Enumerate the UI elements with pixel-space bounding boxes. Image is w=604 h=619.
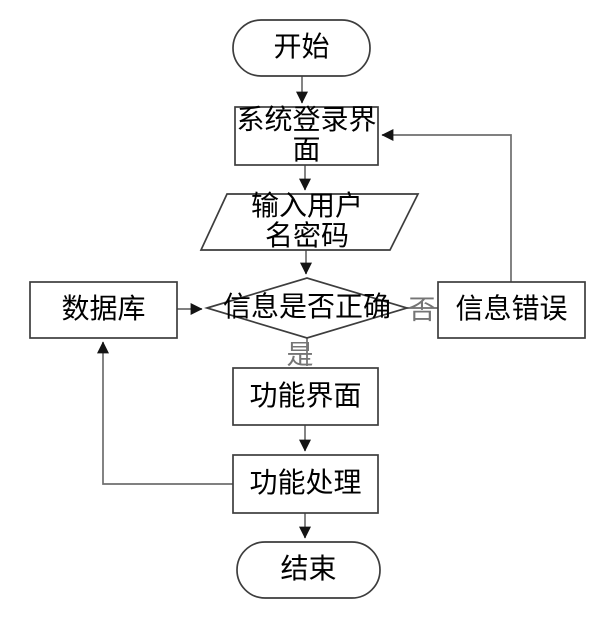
function-process-node-shape — [232, 454, 379, 514]
input-node-shape — [199, 193, 420, 251]
edge-funcproc-to-database — [97, 341, 233, 485]
login-node-label: 系统登录界面 — [236, 105, 377, 166]
function-ui-node-shape — [232, 367, 379, 426]
function-ui-node-label: 功能界面 — [249, 380, 362, 412]
login-node-shape — [234, 106, 379, 166]
edge-label-yes: 是 — [286, 339, 314, 370]
decision-node-label: 信息是否正确 — [222, 292, 391, 324]
start-node-shape — [232, 19, 371, 77]
error-node-label: 信息错误 — [455, 294, 568, 326]
database-node-label: 数据库 — [61, 294, 146, 326]
end-node-shape — [236, 541, 381, 599]
function-process-node-label: 功能处理 — [249, 468, 362, 500]
error-node-shape — [437, 281, 586, 339]
end-node-label: 结束 — [280, 554, 337, 586]
edge-label-no: 否 — [408, 294, 436, 325]
edge-error-to-login — [381, 129, 512, 282]
input-node-label: 输入用户名密码 — [250, 191, 363, 252]
start-node-label: 开始 — [273, 32, 330, 64]
decision-node-shape — [204, 277, 410, 339]
database-node-shape — [29, 281, 178, 339]
